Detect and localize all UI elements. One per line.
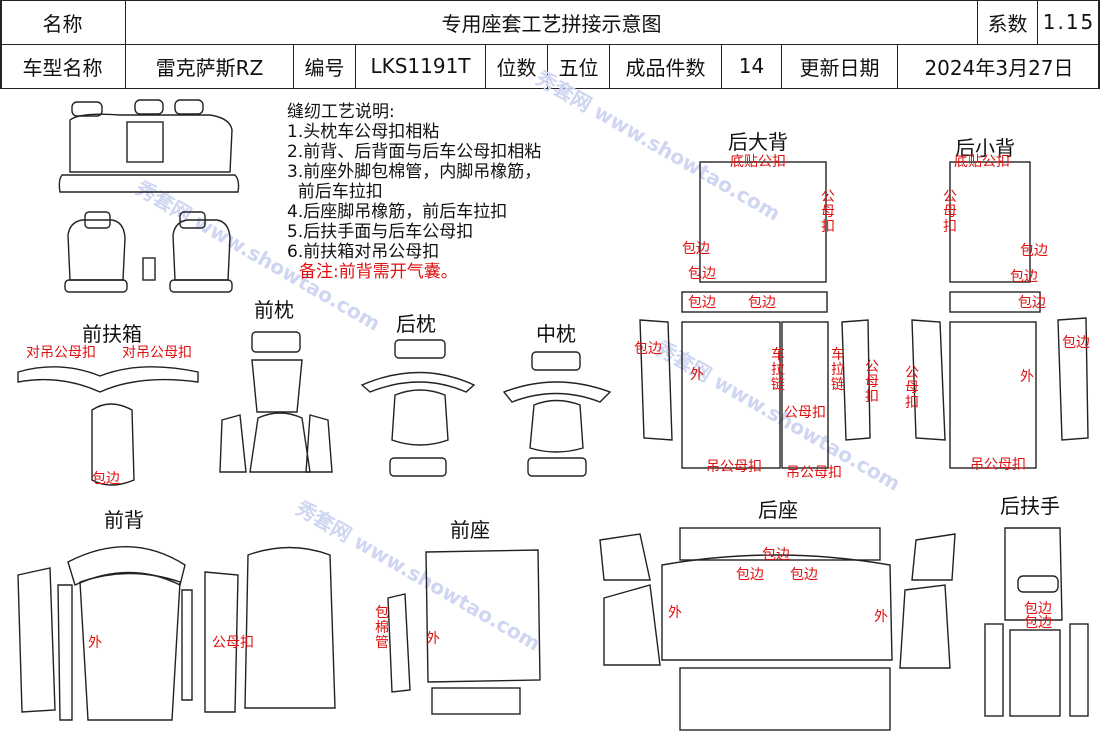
annotation-di-tie: 底贴公扣 xyxy=(954,154,1010,170)
annotation-wai: 外 xyxy=(690,367,704,383)
note-line: 6.前扶箱对吊公母扣 xyxy=(287,242,440,262)
annotation-bao-bian: 包边 xyxy=(1020,243,1048,259)
annotation-bao-mian-guan: 包棉管 xyxy=(375,605,389,651)
annotation-gong-mu-kou: 公母扣 xyxy=(905,365,919,411)
seats-value: 五位 xyxy=(548,44,610,88)
front-seat-pieces xyxy=(244,546,541,715)
label-middle-headrest: 中枕 xyxy=(536,322,576,346)
annotation-diao-gong: 吊公母扣 xyxy=(706,459,762,475)
annotation-diao-gong: 吊公母扣 xyxy=(786,465,842,481)
seat-overview xyxy=(58,99,240,293)
middle-headrest-pieces xyxy=(502,351,612,477)
annotation-bao-bian: 包边 xyxy=(790,567,818,583)
model-value: 雷克萨斯RZ xyxy=(126,44,294,88)
annotation-di-tie: 底贴公扣 xyxy=(730,154,786,170)
header-table: 名称 专用座套工艺拼接示意图 系数 1.15 车型名称 雷克萨斯RZ 编号 LK… xyxy=(0,0,1100,89)
pieces-label: 成品件数 xyxy=(610,44,722,88)
label-rear-headrest: 后枕 xyxy=(396,312,436,336)
annotation-che-la-lian: 车拉链 xyxy=(831,347,845,393)
label-front-back: 前背 xyxy=(104,508,144,532)
label-front-armrest: 前扶箱 xyxy=(82,322,142,346)
annotation-bao-bian: 包边 xyxy=(682,241,710,257)
annotation-gong-mu-kou: 公母扣 xyxy=(865,359,879,405)
rear-seat-pieces xyxy=(599,527,956,731)
page-title: 专用座套工艺拼接示意图 xyxy=(126,0,978,44)
annotation-bao-bian: 包边 xyxy=(1010,269,1038,285)
rear-headrest-pieces xyxy=(360,339,476,477)
annotation-bao-bian: 包边 xyxy=(688,266,716,282)
model-label: 车型名称 xyxy=(0,44,126,88)
remark: 备注:前背需开气囊。 xyxy=(299,262,458,282)
note-line: 前后车拉扣 xyxy=(287,182,383,202)
rear-armrest-pieces xyxy=(984,527,1089,717)
label-rear-big-back: 后大背 xyxy=(728,130,788,154)
date-value: 2024年3月27日 xyxy=(924,55,1074,80)
annotation-bao-bian: 包边 xyxy=(748,295,776,311)
rear-big-back-pieces xyxy=(639,161,871,469)
code-label: 编号 xyxy=(294,44,356,88)
note-line: 5.后扶手面与后车公母扣 xyxy=(287,222,474,242)
note-line: 1.头枕车公母扣相粘 xyxy=(287,122,440,142)
label-rear-armrest: 后扶手 xyxy=(1000,494,1060,518)
annotation-gong-mu-kou: 公母扣 xyxy=(212,635,254,651)
pieces-value: 14 xyxy=(722,44,782,88)
label-rear-seat: 后座 xyxy=(758,498,798,522)
note-line: 3.前座外脚包棉管，内脚吊橡筋， xyxy=(287,162,542,182)
coef-label: 系数 xyxy=(978,0,1038,44)
rear-small-back-pieces xyxy=(911,161,1089,469)
code-value: LKS1191T xyxy=(356,44,486,88)
front-armrest-pieces xyxy=(17,366,199,486)
seats-label: 位数 xyxy=(486,44,548,88)
date-label: 更新日期 xyxy=(782,44,898,88)
note-line: 4.后座脚吊橡筋，前后车拉扣 xyxy=(287,202,508,222)
annotation-gong-mu-kou: 公母扣 xyxy=(943,189,957,235)
coef-value: 1.15 xyxy=(1042,10,1096,34)
annotation-gong-mu-kou: 公母扣 xyxy=(821,189,835,235)
annotation-bao-bian: 包边 xyxy=(736,567,764,583)
annotation-bao-bian: 包边 xyxy=(1024,601,1052,617)
annotation-bao-bian: 包边 xyxy=(634,341,662,357)
annotation-wai: 外 xyxy=(426,631,440,647)
annotation-gong-mu-kou: 公母扣 xyxy=(784,405,826,421)
annotation-dui-diao: 对吊公母扣 xyxy=(26,345,96,361)
label-rear-small-back: 后小背 xyxy=(955,136,1015,160)
annotation-bao-bian: 包边 xyxy=(1018,295,1046,311)
label-front-seat: 前座 xyxy=(450,518,490,542)
pattern-diagram xyxy=(17,99,1089,731)
annotation-dui-diao: 对吊公母扣 xyxy=(122,345,192,361)
annotation-bao-bian: 包边 xyxy=(1024,615,1052,631)
note-line: 2.前背、后背面与后车公母扣相粘 xyxy=(287,142,542,162)
annotation-che-la-lian: 车拉链 xyxy=(771,347,785,393)
annotation-bao-bian: 包边 xyxy=(762,547,790,563)
annotation-diao-gong: 吊公母扣 xyxy=(970,457,1026,473)
front-headrest-pieces xyxy=(219,331,333,473)
notes-title: 缝纫工艺说明: xyxy=(287,102,395,122)
annotation-bao-bian: 包边 xyxy=(92,471,120,487)
annotation-wai: 外 xyxy=(668,605,682,621)
annotation-wai: 外 xyxy=(1020,369,1034,385)
annotation-wai: 外 xyxy=(874,609,888,625)
label-front-headrest: 前枕 xyxy=(254,298,294,322)
annotation-bao-bian: 包边 xyxy=(688,295,716,311)
annotation-wai: 外 xyxy=(88,635,102,651)
name-label: 名称 xyxy=(0,0,126,44)
front-back-pieces xyxy=(17,546,239,721)
sewing-notes: 缝纫工艺说明: 1.头枕车公母扣相粘 2.前背、后背面与后车公母扣相粘 3.前座… xyxy=(287,102,541,282)
annotation-bao-bian: 包边 xyxy=(1062,335,1090,351)
